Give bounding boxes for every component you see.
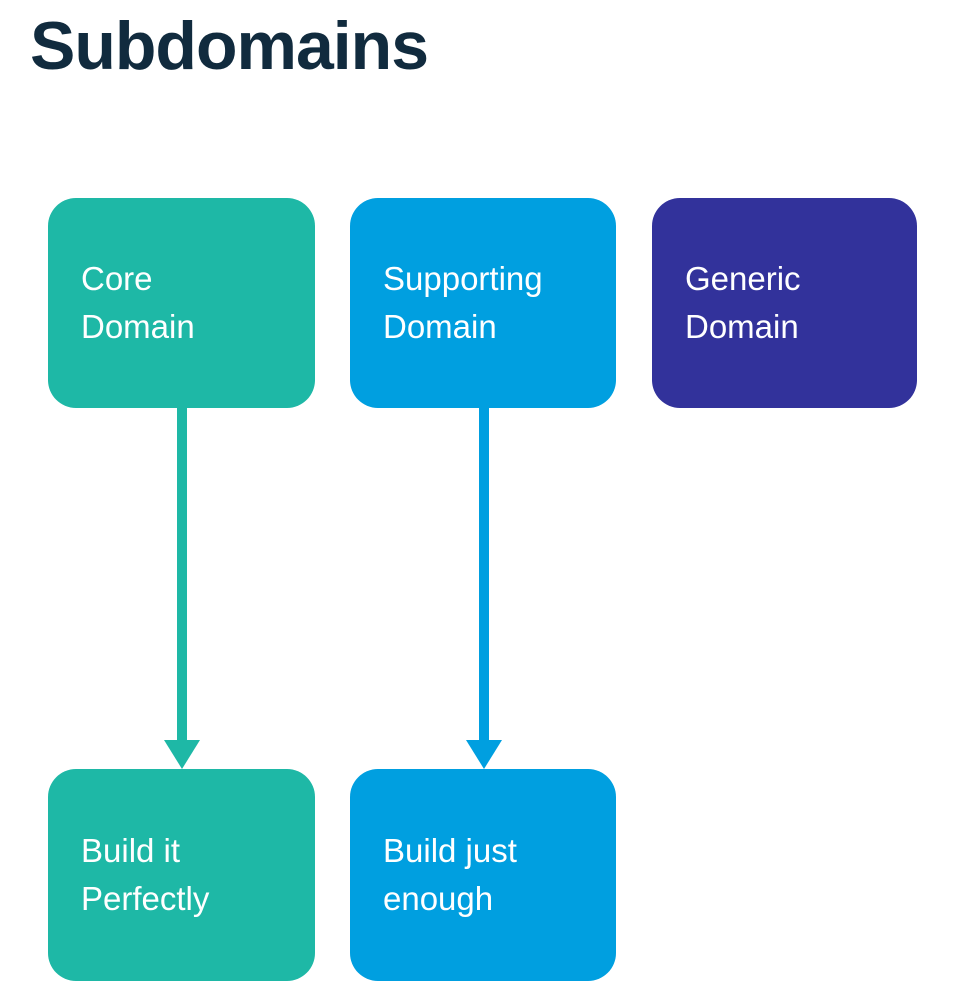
arrow-shaft bbox=[177, 408, 187, 744]
label-line: Build it bbox=[81, 832, 181, 869]
arrow-head-down-icon bbox=[164, 740, 200, 769]
label-line: Core bbox=[81, 260, 153, 297]
node-build-it-perfectly: Build it Perfectly bbox=[48, 769, 315, 981]
node-supporting-domain: Supporting Domain bbox=[350, 198, 616, 408]
label-line: Generic bbox=[685, 260, 801, 297]
arrow-head-down-icon bbox=[466, 740, 502, 769]
arrow-shaft bbox=[479, 408, 489, 744]
label-line: Domain bbox=[81, 308, 195, 345]
label-line: Domain bbox=[685, 308, 799, 345]
label-line: enough bbox=[383, 880, 494, 917]
label-line: Supporting bbox=[383, 260, 543, 297]
node-core-domain-label: Core Domain bbox=[48, 255, 211, 351]
node-build-just-enough-label: Build just enough bbox=[350, 827, 533, 923]
node-generic-domain-label: Generic Domain bbox=[652, 255, 817, 351]
node-supporting-domain-label: Supporting Domain bbox=[350, 255, 559, 351]
label-line: Perfectly bbox=[81, 880, 210, 917]
page-title: Subdomains bbox=[30, 8, 429, 84]
node-core-domain: Core Domain bbox=[48, 198, 315, 408]
node-generic-domain: Generic Domain bbox=[652, 198, 917, 408]
node-build-just-enough: Build just enough bbox=[350, 769, 616, 981]
arrow-supporting-to-build-just-enough bbox=[466, 408, 502, 769]
label-line: Domain bbox=[383, 308, 497, 345]
node-build-it-perfectly-label: Build it Perfectly bbox=[48, 827, 225, 923]
arrow-core-to-build-it-perfectly bbox=[164, 408, 200, 769]
label-line: Build just bbox=[383, 832, 517, 869]
